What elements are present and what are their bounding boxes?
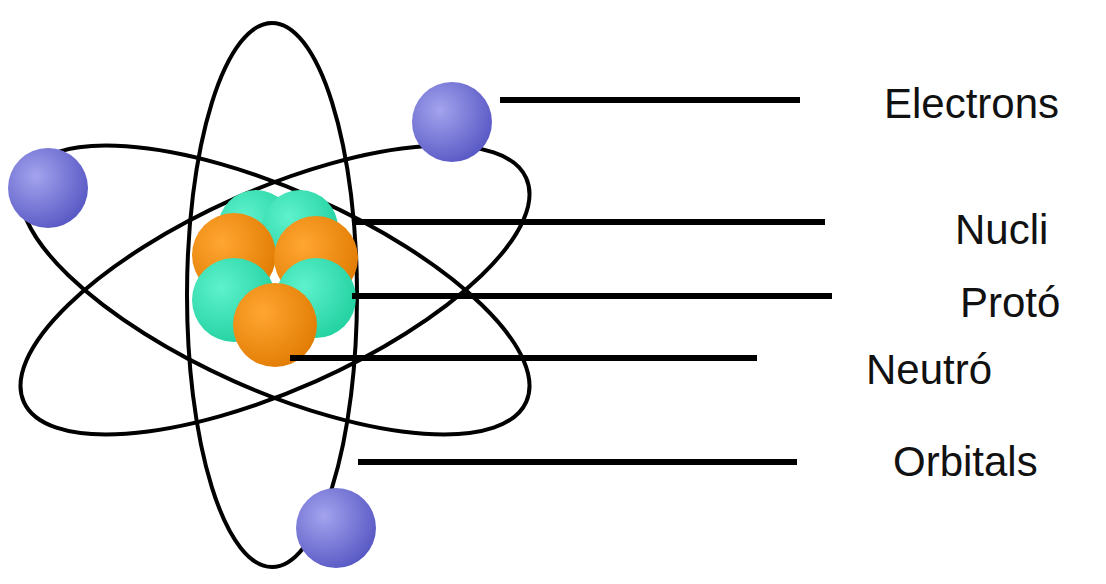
- leader-lines: [290, 100, 832, 462]
- part-label: Electrons: [884, 81, 1059, 127]
- part-label: Neutró: [866, 347, 992, 393]
- nucleus: [192, 190, 358, 367]
- part-label: Orbitals: [893, 439, 1038, 485]
- electrons: [8, 82, 492, 568]
- part-label: Protó: [960, 280, 1060, 326]
- part-label: Nucli: [955, 207, 1048, 253]
